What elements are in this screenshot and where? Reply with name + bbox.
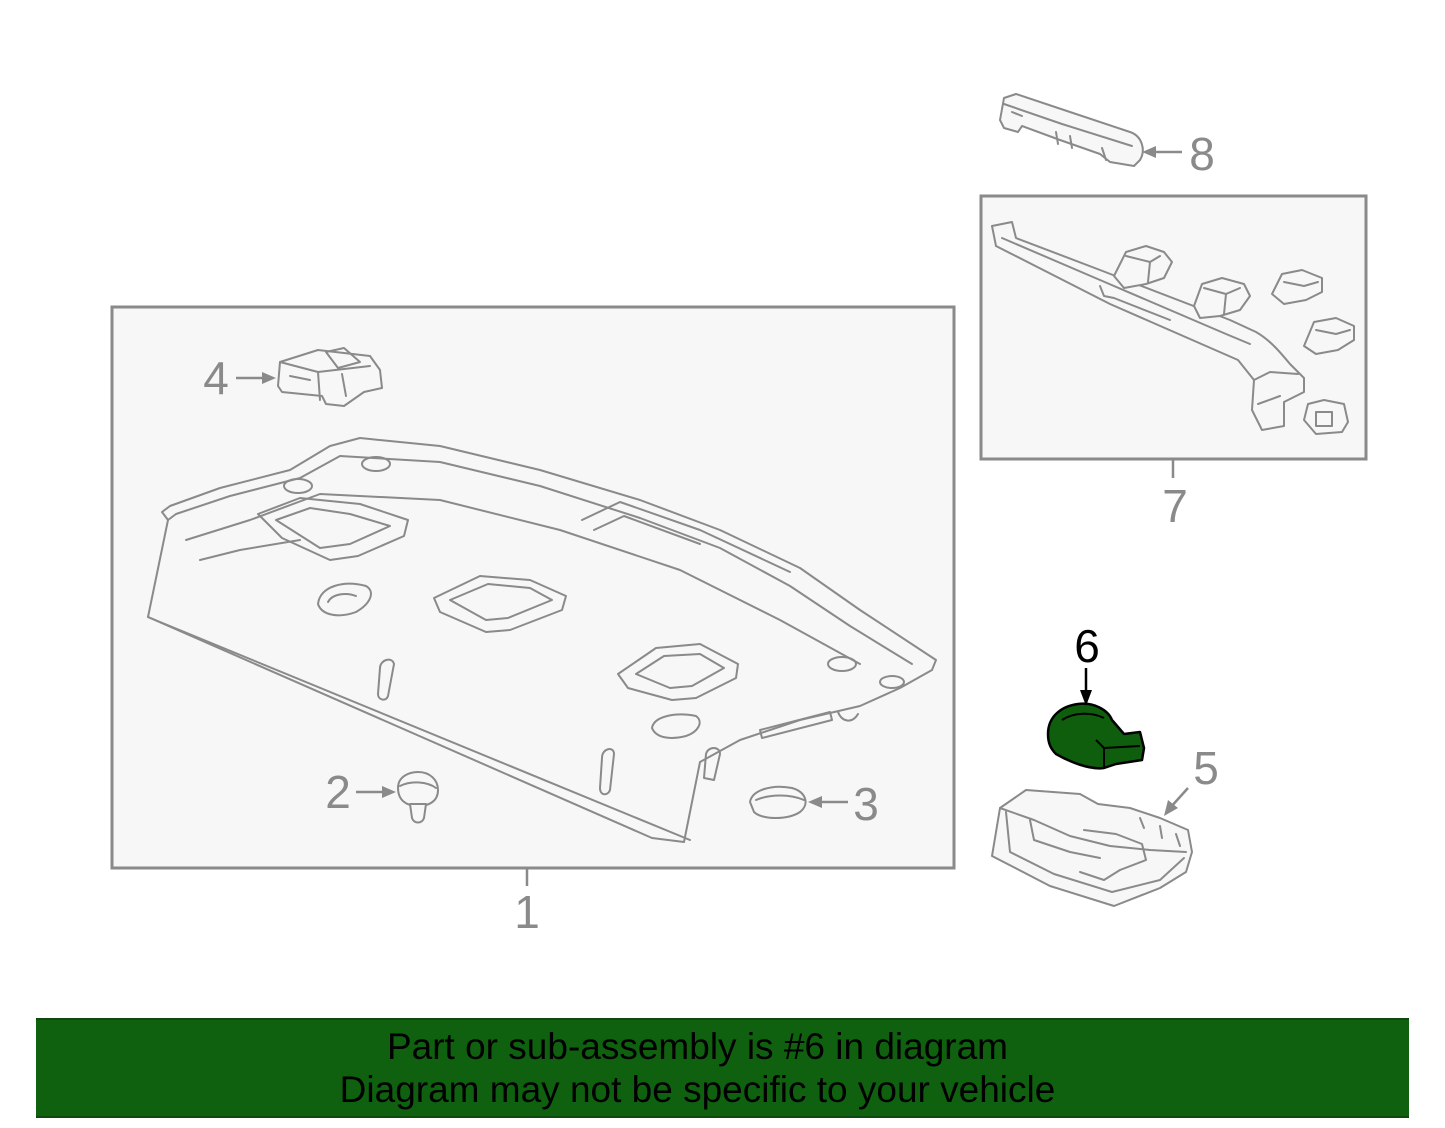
part-3-cap[interactable] <box>749 785 807 819</box>
part-4-clip[interactable] <box>277 347 383 407</box>
arrow-6 <box>1080 690 1092 706</box>
arrow-4 <box>262 372 276 384</box>
callout-5: 5 <box>1193 742 1219 794</box>
arrow-5 <box>1164 800 1178 816</box>
part-6-highlighted[interactable] <box>1046 702 1146 770</box>
callout-2: 2 <box>325 766 351 818</box>
callout-7: 7 <box>1162 480 1188 532</box>
callout-4: 4 <box>203 352 229 404</box>
arrow-3 <box>808 796 822 808</box>
arrow-2 <box>382 786 396 798</box>
callout-3: 3 <box>853 778 879 830</box>
arrow-8 <box>1142 146 1156 158</box>
callout-1: 1 <box>514 886 540 938</box>
banner-line-1: Part or sub-assembly is #6 in diagram <box>386 1026 1009 1067</box>
callout-6: 6 <box>1074 620 1100 672</box>
part-2-push-clip[interactable] <box>397 771 439 824</box>
part-8-bracket[interactable] <box>999 93 1144 167</box>
part-5-housing[interactable] <box>991 789 1193 907</box>
part-7-wire-harness[interactable] <box>991 221 1355 435</box>
part-1-rear-shelf[interactable] <box>147 437 937 843</box>
info-banner: Part or sub-assembly is #6 in diagram Di… <box>36 1018 1409 1118</box>
callout-8: 8 <box>1189 128 1215 180</box>
banner-line-2: Diagram may not be specific to your vehi… <box>339 1069 1056 1110</box>
